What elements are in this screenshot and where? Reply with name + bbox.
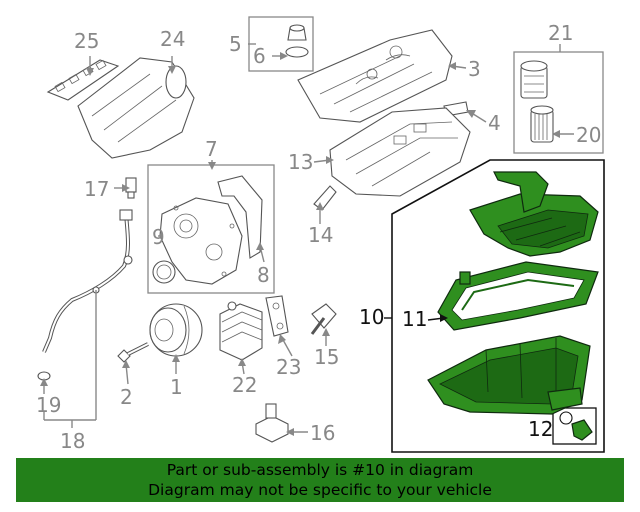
callout-20: 20: [576, 123, 601, 147]
sensor-part-15: [310, 303, 337, 335]
callout-21: 21: [548, 21, 573, 45]
callout-12: 12: [528, 417, 553, 441]
callout-17: 17: [84, 177, 109, 201]
callout-2: 2: [120, 385, 133, 409]
callout-25: 25: [74, 29, 99, 53]
callout-23: 23: [276, 355, 301, 379]
valve-cover-part: [297, 29, 453, 123]
callout-18: 18: [60, 429, 85, 453]
callout-9: 9: [152, 225, 165, 249]
group-box-10: [391, 159, 605, 453]
callout-6: 6: [253, 44, 266, 68]
callout-3: 3: [468, 57, 481, 81]
intake-manifold-part: [77, 57, 195, 159]
oil-pan-upper-part: [469, 171, 599, 257]
crank-pulley-part: [149, 303, 203, 357]
intake-gasket-part: [46, 59, 120, 101]
callout-24: 24: [160, 27, 185, 51]
callout-10: 10: [359, 305, 384, 329]
callout-8: 8: [257, 263, 270, 287]
timing-cover-gasket-part: [217, 175, 263, 259]
oil-filter-element-part: [530, 105, 554, 143]
cylinder-head-part: [329, 107, 471, 197]
callout-16: 16: [310, 421, 335, 445]
crankshaft-seal-part: [152, 260, 176, 284]
notice-line-2: Diagram may not be specific to your vehi…: [148, 481, 492, 499]
pulley-bolt-part: [117, 342, 149, 363]
callout-13: 13: [288, 150, 313, 174]
timing-cover-part: [159, 197, 243, 285]
drain-bung-part: [459, 271, 471, 285]
notice-line-1: Part or sub-assembly is #10 in diagram: [166, 461, 474, 479]
callout-5: 5: [229, 32, 242, 56]
group-box-12: [552, 407, 597, 445]
callout-4: 4: [488, 111, 501, 135]
oil-sender-part: [255, 403, 289, 443]
callout-22: 22: [232, 373, 257, 397]
dipstick-tube-part: [42, 209, 133, 353]
sensor-part-17: [125, 177, 137, 199]
callout-14: 14: [308, 223, 333, 247]
oil-cooler-part: [219, 301, 263, 361]
parts-diagram: 25 24 5 6 3 21 4 20 7 13 17 14 9 8 10 11…: [36, 16, 605, 453]
callout-7: 7: [205, 137, 218, 161]
notice-banner: Part or sub-assembly is #10 in diagram D…: [16, 458, 624, 502]
callout-1: 1: [170, 375, 183, 399]
oil-pan-lower-part: [427, 335, 591, 415]
callout-15: 15: [314, 345, 339, 369]
callout-11: 11: [402, 307, 427, 331]
cooler-gasket-part: [265, 295, 289, 337]
oil-filter-housing-part: [520, 60, 548, 99]
drain-plug-part: [559, 411, 593, 441]
callout-19: 19: [36, 393, 61, 417]
bracket-part-14: [313, 185, 337, 211]
group-box-21: [513, 51, 604, 154]
oil-cap-part: [285, 24, 309, 58]
